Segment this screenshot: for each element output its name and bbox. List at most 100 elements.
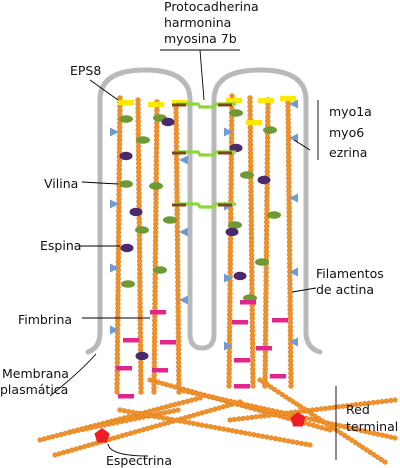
label-harmonina: harmonina bbox=[164, 15, 231, 30]
label-terminal: terminal bbox=[346, 419, 398, 434]
label-protocadherina: Protocadherina bbox=[164, 0, 259, 14]
terminal-web-strand bbox=[379, 399, 385, 405]
terminal-web-strand bbox=[127, 417, 134, 423]
villin-ellipse bbox=[136, 136, 150, 144]
terminal-web-strand bbox=[147, 413, 153, 419]
terminal-web-strand bbox=[318, 406, 324, 412]
villin-ellipse bbox=[149, 182, 163, 190]
terminal-web-strand bbox=[176, 400, 182, 407]
villin-ellipse bbox=[119, 180, 133, 188]
terminal-web-strand bbox=[223, 397, 230, 404]
terminal-web-strand bbox=[117, 407, 123, 413]
spectrin-pentagon-icon bbox=[94, 428, 110, 443]
terminal-web-strand bbox=[384, 433, 390, 439]
fimbrin-bar bbox=[160, 340, 176, 345]
fimbrin-bar bbox=[256, 346, 272, 351]
terminal-web-strand bbox=[290, 399, 296, 405]
terminal-web-strand bbox=[185, 389, 192, 395]
terminal-web-strand bbox=[308, 411, 315, 417]
terminal-web-strand bbox=[259, 433, 266, 439]
label-myo6: myo6 bbox=[329, 125, 364, 140]
terminal-web-strand bbox=[345, 435, 351, 441]
terminal-web-strand bbox=[275, 389, 282, 395]
plasma-membrane bbox=[85, 67, 323, 355]
terminal-web-strand bbox=[88, 425, 95, 431]
terminal-web-strand bbox=[314, 406, 320, 413]
terminal-web-strand bbox=[294, 440, 300, 446]
myosin-triangle-icon bbox=[179, 155, 188, 165]
terminal-web-strand bbox=[342, 432, 348, 439]
terminal-web-strand bbox=[337, 423, 343, 429]
terminal-web-strand bbox=[303, 441, 309, 447]
myosin-triangle-icon bbox=[289, 99, 298, 109]
myosin-triangle-icon bbox=[179, 227, 188, 237]
terminal-web-strand bbox=[392, 435, 398, 441]
terminal-web-strand bbox=[244, 415, 251, 421]
terminal-web-strand bbox=[130, 409, 136, 416]
terminal-web-strand bbox=[370, 400, 376, 406]
terminal-web-strand bbox=[121, 408, 127, 414]
terminal-web-strand bbox=[262, 413, 268, 419]
terminal-web-strand bbox=[253, 414, 259, 420]
terminal-web-strand bbox=[353, 440, 359, 446]
terminal-web-strand bbox=[80, 426, 86, 433]
terminal-web-strand bbox=[101, 422, 108, 428]
myosin-triangle-icon bbox=[110, 127, 119, 137]
terminal-web-strand bbox=[119, 418, 125, 425]
terminal-web-strand bbox=[257, 405, 263, 411]
terminal-web-strand bbox=[298, 440, 305, 447]
label-espectrina: Espectrina bbox=[106, 453, 172, 468]
terminal-web-strand bbox=[268, 384, 274, 390]
myosin-triangle-icon bbox=[289, 337, 298, 347]
terminal-web-strand bbox=[219, 396, 225, 403]
label-de-actina: de actina bbox=[316, 282, 374, 297]
eps8-bar bbox=[226, 98, 242, 103]
terminal-web-strand bbox=[375, 399, 381, 405]
eps8-bar bbox=[258, 98, 274, 103]
terminal-web-strand bbox=[297, 403, 304, 410]
terminal-web-strand bbox=[253, 404, 259, 410]
terminal-web-strand bbox=[126, 409, 132, 415]
villin-ellipse bbox=[135, 226, 149, 234]
terminal-web-strand bbox=[240, 415, 246, 422]
myosin-triangle-icon bbox=[224, 127, 233, 137]
terminal-web-strand bbox=[327, 423, 333, 429]
membrane-outline bbox=[85, 67, 323, 355]
terminal-web-strand bbox=[290, 439, 296, 445]
terminal-web-strand bbox=[199, 422, 205, 428]
terminal-web-strand bbox=[246, 431, 253, 437]
terminal-web-strand bbox=[175, 407, 181, 413]
actin-filament bbox=[226, 383, 232, 389]
label-espina: Espina bbox=[40, 238, 81, 253]
terminal-web-strand bbox=[349, 437, 355, 443]
terminal-web-strand bbox=[228, 398, 234, 404]
fimbrin-bar bbox=[270, 374, 286, 379]
terminal-web-strand bbox=[375, 454, 381, 460]
terminal-web-strand bbox=[288, 410, 294, 416]
terminal-web-strand bbox=[106, 421, 112, 427]
terminal-web-strand bbox=[286, 396, 293, 402]
actin-filament bbox=[262, 383, 268, 389]
label-eps8: EPS8 bbox=[70, 63, 101, 78]
villin-ellipse bbox=[119, 115, 133, 123]
terminal-web-strand bbox=[169, 416, 175, 423]
fimbrin-bar bbox=[232, 320, 248, 325]
leader-line bbox=[291, 287, 317, 293]
terminal-web-strand bbox=[143, 412, 149, 418]
myosin-triangle-icon bbox=[289, 267, 298, 277]
label-vilina: Vilina bbox=[44, 176, 78, 191]
espin-ellipse bbox=[257, 175, 271, 185]
terminal-web-strand bbox=[229, 428, 235, 434]
terminal-web-strand bbox=[215, 395, 221, 402]
terminal-web-strand bbox=[294, 401, 300, 407]
terminal-web-strand bbox=[360, 444, 366, 451]
terminal-web-strand bbox=[336, 404, 342, 410]
terminal-web-strand bbox=[114, 419, 121, 425]
actin-filament bbox=[250, 383, 256, 389]
villin-ellipse bbox=[263, 126, 277, 134]
terminal-web-strand bbox=[208, 424, 214, 430]
actin-filament bbox=[114, 389, 120, 395]
terminal-web-strand bbox=[182, 419, 188, 425]
terminal-web-strand bbox=[316, 416, 322, 422]
